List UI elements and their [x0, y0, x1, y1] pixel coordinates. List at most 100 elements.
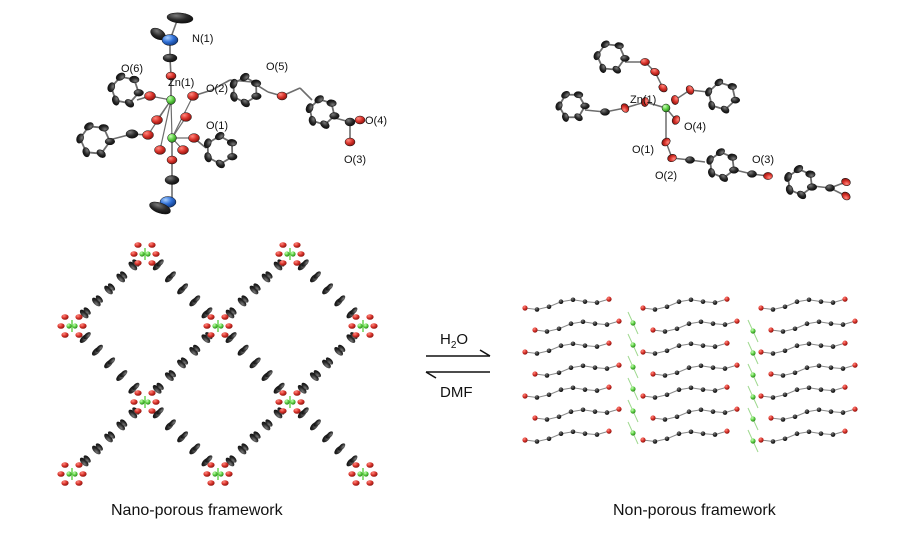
oxygen-atom [144, 91, 156, 101]
carbon-atom [797, 190, 807, 200]
zinc-atom [145, 251, 151, 257]
carbon-atom [320, 120, 330, 129]
carbon-atom [664, 436, 670, 442]
linker-atom [120, 271, 128, 279]
zinc-atom [750, 394, 756, 400]
linker-atom [297, 385, 307, 394]
oxygen-atom [852, 318, 858, 324]
oxygen-atom [606, 384, 612, 390]
carbon-atom [104, 137, 115, 146]
caption-non-porous: Non-porous framework [613, 502, 777, 519]
linker-atom [338, 344, 346, 352]
zinc-atom [357, 323, 363, 329]
oxygen-atom [671, 115, 681, 125]
oxygen-atom [221, 314, 229, 320]
right-molecule: Zn(1) O(4) O(1) O(2) O(3) [555, 40, 851, 201]
zinc-atom [630, 342, 636, 348]
oxygen-atom [154, 145, 166, 155]
oxygen-atom [354, 115, 366, 125]
carbon-atom [722, 366, 728, 371]
oxygen-atom [763, 172, 773, 180]
oxygen-atom [640, 437, 646, 443]
linker-atom [152, 385, 162, 394]
carbon-atom [806, 385, 812, 391]
linker-atom [95, 443, 103, 451]
carbon-atom [546, 304, 552, 310]
carbon-atom [804, 365, 810, 371]
carbon-atom [133, 89, 144, 97]
oxygen-atom [134, 260, 142, 266]
oxygen-atom [275, 399, 283, 405]
oxygen-atom [130, 399, 138, 405]
carbon-atom [604, 366, 610, 371]
carbon-atom [806, 297, 812, 303]
carbon-atom [204, 152, 212, 163]
carbon-atom [344, 117, 356, 127]
oxygen-atom [344, 137, 356, 147]
carbon-atom [662, 373, 668, 378]
carbon-atom [534, 395, 540, 400]
oxygen-atom [370, 323, 378, 329]
oxygen-atom [734, 406, 740, 412]
linker-atom [120, 419, 128, 427]
linker-atom [301, 407, 309, 415]
carbon-atom [652, 307, 658, 312]
oxygen-atom [841, 178, 851, 186]
carbon-atom [573, 91, 584, 99]
carbon-atom [582, 299, 588, 304]
carbon-atom [676, 431, 682, 437]
oxygen-atom [207, 332, 215, 338]
carbon-atom [534, 351, 540, 356]
carbon-atom [785, 184, 794, 195]
carbon-atom [712, 344, 718, 349]
nano-porous-framework [57, 242, 378, 486]
linker-atom [241, 344, 249, 352]
carbon-atom [229, 78, 238, 89]
carbon-atom [700, 431, 706, 436]
bond [299, 87, 313, 101]
carbon-atom [818, 343, 824, 348]
oxygen-atom [606, 296, 612, 302]
carbon-atom [329, 112, 340, 120]
oxygen-atom [148, 242, 156, 248]
oxygen-atom [606, 340, 612, 346]
zinc-atom [290, 251, 296, 257]
oxygen-atom [768, 415, 774, 421]
oxygen-atom [641, 97, 649, 107]
carbon-atom [558, 387, 564, 393]
linker-atom [168, 419, 176, 427]
oxygen-atom [842, 428, 848, 434]
carbon-atom [215, 159, 225, 169]
linker-atom [265, 419, 273, 427]
carbon-atom [240, 98, 250, 108]
carbon-atom [686, 321, 692, 327]
carbon-atom [710, 409, 716, 414]
carbon-atom [688, 297, 694, 303]
label-o1-right: O(1) [632, 144, 654, 156]
carbon-atom [580, 102, 590, 110]
carbon-atom [82, 147, 90, 158]
oxygen-atom [734, 318, 740, 324]
linker-atom [91, 297, 101, 307]
linker-atom [313, 419, 321, 427]
carbon-atom [561, 90, 570, 99]
carbon-atom [652, 439, 658, 444]
oxygen-atom [366, 462, 374, 468]
linker-atom [241, 295, 249, 303]
carbon-atom [828, 365, 834, 370]
carbon-atom [227, 153, 238, 161]
carbon-atom [620, 55, 630, 62]
zinc-atom [750, 328, 756, 334]
carbon-atom [612, 65, 621, 74]
zinc-atom [284, 251, 290, 257]
linker-atom [107, 357, 116, 365]
carbon-atom [544, 373, 550, 378]
linker-atom [253, 431, 261, 439]
carbon-atom [719, 173, 729, 182]
reverse-arrow-head [425, 371, 437, 379]
carbon-atom [770, 395, 776, 400]
oxygen-atom [650, 68, 660, 76]
carbon-atom [230, 91, 238, 102]
linker-atom [193, 443, 201, 451]
linker-atom [168, 370, 176, 378]
